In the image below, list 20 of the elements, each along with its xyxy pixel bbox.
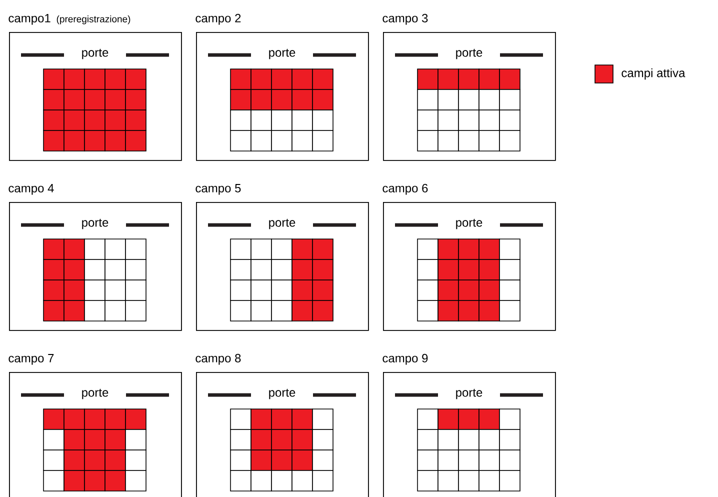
door-label: porte xyxy=(269,48,296,60)
door-label: porte xyxy=(456,48,482,60)
panel-title: campo 3 xyxy=(382,14,428,25)
panel-title: campo 9 xyxy=(382,354,428,365)
door-label: porte xyxy=(456,218,482,230)
door-label: porte xyxy=(269,218,296,230)
panel-title: campo 6 xyxy=(382,184,428,195)
panel-title: campo 8 xyxy=(196,354,241,365)
panel-title: campo 7 xyxy=(8,354,54,365)
legend-label: campi attiva xyxy=(622,68,686,80)
panel-title: campo 5 xyxy=(196,184,241,195)
door-label: porte xyxy=(82,48,108,60)
panel-note: (preregistrazione) xyxy=(56,15,130,24)
panel-title: campo 2 xyxy=(196,14,241,25)
door-label: porte xyxy=(456,388,482,400)
door-label: porte xyxy=(82,388,108,400)
door-label: porte xyxy=(269,388,296,400)
panel-title: campo 4 xyxy=(8,184,54,195)
door-label: porte xyxy=(82,218,108,230)
panel-title: campo1 xyxy=(8,14,50,25)
